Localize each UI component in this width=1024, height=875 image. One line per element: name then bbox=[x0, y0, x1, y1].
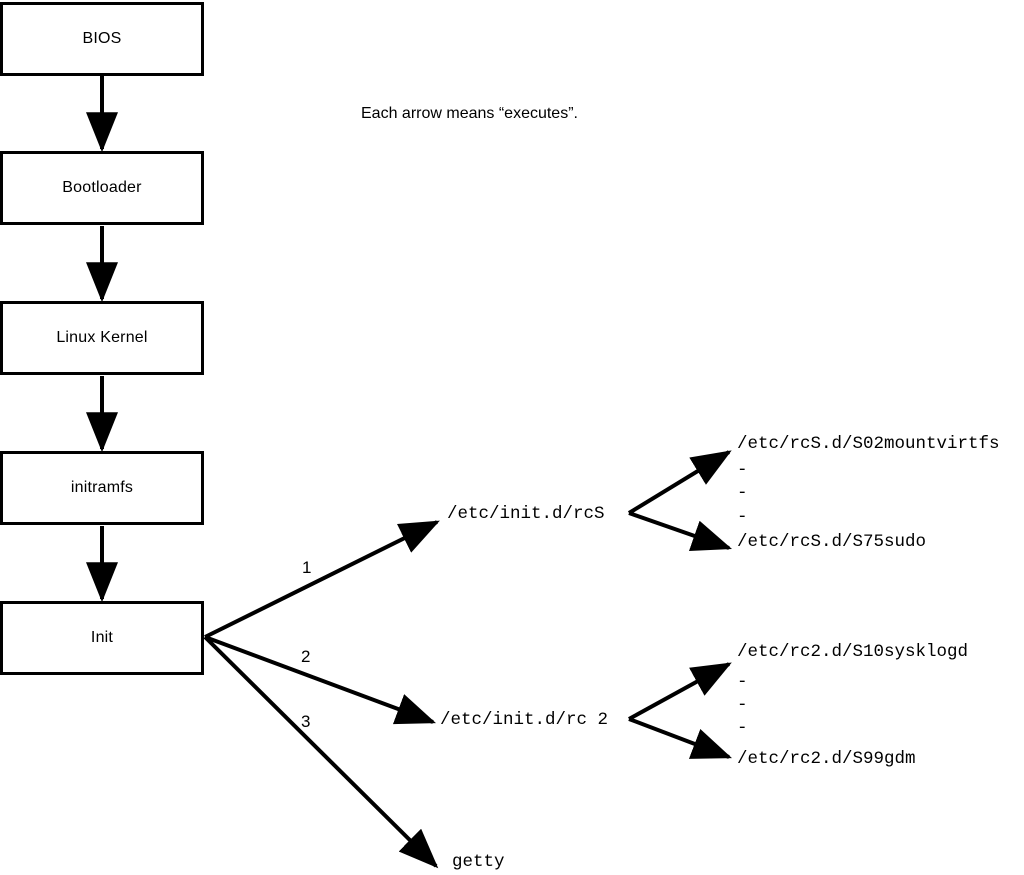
rc2-ellipsis-dash-3: - bbox=[737, 718, 748, 738]
rcs-ellipsis-dash-3: - bbox=[737, 507, 748, 527]
script-label-rcs[interactable]: /etc/init.d/rcS bbox=[447, 504, 605, 524]
rcs-ellipsis-dash-1: - bbox=[737, 460, 748, 480]
arrow-init-to-rc2 bbox=[204, 635, 436, 725]
rcs-target-last[interactable]: /etc/rcS.d/S75sudo bbox=[737, 532, 927, 552]
node-initramfs[interactable]: initramfs bbox=[0, 451, 204, 525]
legend-note: Each arrow means “executes”. bbox=[361, 105, 578, 122]
node-bios-label: BIOS bbox=[82, 30, 122, 47]
edge-number-2: 2 bbox=[301, 647, 311, 666]
node-bootloader[interactable]: Bootloader bbox=[0, 151, 204, 225]
rc2-target-last[interactable]: /etc/rc2.d/S99gdm bbox=[737, 749, 916, 769]
node-init-label: Init bbox=[90, 629, 114, 646]
node-initramfs-label: initramfs bbox=[70, 479, 134, 496]
rc2-target-first[interactable]: /etc/rc2.d/S10sysklogd bbox=[737, 642, 969, 662]
rc2-ellipsis-dash-1: - bbox=[737, 672, 748, 692]
node-bios[interactable]: BIOS bbox=[0, 2, 204, 76]
arrow-init-to-rcs bbox=[204, 520, 440, 639]
rcs-ellipsis-dash-2: - bbox=[737, 483, 748, 503]
arrow-init-to-getty bbox=[203, 635, 439, 869]
rcs-target-first[interactable]: /etc/rcS.d/S02mountvirtfs bbox=[737, 434, 1000, 454]
script-label-rc2[interactable]: /etc/init.d/rc 2 bbox=[440, 710, 609, 730]
edge-number-1: 1 bbox=[302, 558, 312, 577]
node-init[interactable]: Init bbox=[0, 601, 204, 675]
rc2-ellipsis-dash-2: - bbox=[737, 695, 748, 715]
node-linux-kernel[interactable]: Linux Kernel bbox=[0, 301, 204, 375]
arrow-rcs-to-last-script bbox=[628, 511, 733, 551]
script-label-getty[interactable]: getty bbox=[452, 852, 505, 872]
arrow-rc2-to-first-script bbox=[628, 662, 732, 721]
edge-number-3: 3 bbox=[301, 712, 311, 731]
node-bootloader-label: Bootloader bbox=[62, 179, 142, 196]
arrow-rcs-to-first-script bbox=[627, 450, 732, 515]
node-linux-kernel-label: Linux Kernel bbox=[56, 329, 148, 346]
arrow-rc2-to-last-script bbox=[628, 717, 732, 759]
